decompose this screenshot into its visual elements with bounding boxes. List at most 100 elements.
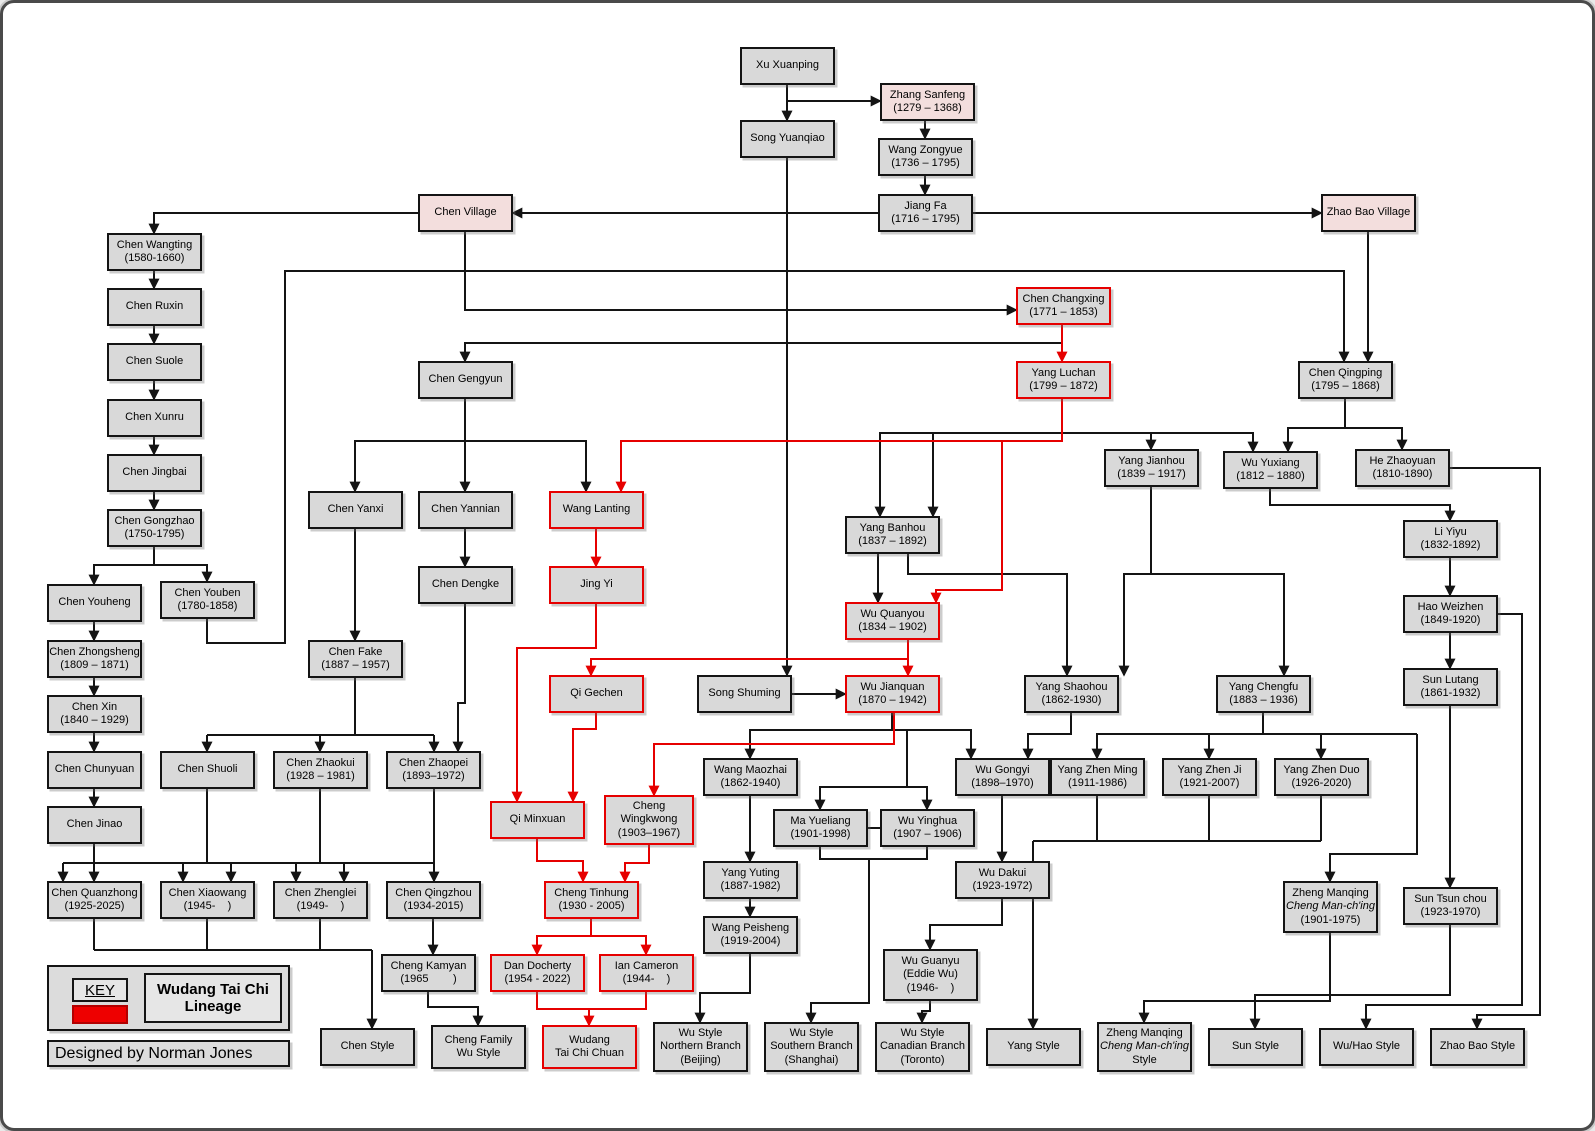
- cheng-tinhung: Cheng Tinhung(1930 - 2005): [544, 881, 639, 919]
- connector: [536, 992, 647, 1010]
- connector: [591, 935, 652, 956]
- yang-zhen-ji-label: Yang Zhen Ji: [1177, 763, 1242, 776]
- jiang-fa-label: Jiang Fa: [904, 199, 947, 212]
- chen-fake-label: Chen Fake: [328, 645, 383, 658]
- dan-docherty-label: Dan Docherty: [503, 959, 572, 972]
- chen-ruxin: Chen Ruxin: [107, 288, 202, 326]
- zhang-sanfeng-label: Zhang Sanfeng: [889, 88, 966, 101]
- wu-style-northern-label: Wu Style: [678, 1026, 723, 1039]
- hao-weizhen-label: (1849-1920): [1420, 614, 1481, 626]
- chen-jinao: Chen Jinao: [47, 806, 142, 844]
- chen-zhaokui-label: Chen Zhaokui: [286, 756, 355, 769]
- connector: [511, 604, 597, 803]
- qi-gechen: Qi Gechen: [549, 675, 644, 713]
- chen-zhongsheng-label: (1809 – 1871): [60, 659, 129, 671]
- wang-lanting: Wang Lanting: [549, 491, 644, 529]
- wu-style-canadian-label: (Toronto): [900, 1053, 945, 1066]
- chen-jingbai: Chen Jingbai: [107, 454, 202, 492]
- sun-style: Sun Style: [1208, 1028, 1303, 1066]
- connector: [148, 212, 418, 235]
- cheng-tinhung-label: Cheng Tinhung: [554, 886, 629, 899]
- chen-qingping-label: (1795 – 1868): [1311, 380, 1380, 392]
- connector: [1022, 713, 1072, 760]
- chen-village-label: Chen Village: [434, 206, 497, 219]
- chen-village: Chen Village: [418, 194, 513, 232]
- chen-zhaopei-label: Chen Zhaopei: [398, 756, 469, 769]
- xu-xuanping-label: Xu Xuanping: [756, 59, 819, 72]
- yang-zhen-ji-label: (1921-2007): [1179, 777, 1240, 789]
- cheng-kamyan: Cheng Kamyan(1965 ): [381, 954, 476, 992]
- chen-wangting-label: (1580-1660): [124, 252, 185, 264]
- chen-style: Chen Style: [320, 1028, 415, 1066]
- he-zhaoyuan-label: He Zhaoyuan: [1369, 454, 1436, 467]
- wu-gongyi: Wu Gongyi(1898–1970): [955, 758, 1050, 796]
- wang-maozhai: Wang Maozhai(1862-1940): [703, 758, 798, 796]
- ma-yueliang-label: Ma Yueliang: [790, 814, 851, 827]
- wu-dakui: Wu Dakui(1923-1972): [955, 861, 1050, 899]
- wu-jianquan: Wu Jianquan(1870 – 1942): [845, 675, 940, 713]
- sun-tsun-chou: Sun Tsun chou(1923-1970): [1403, 887, 1498, 925]
- connector: [744, 713, 893, 760]
- li-yiyu-label: (1832-1892): [1420, 539, 1481, 551]
- yang-chengfu: Yang Chengfu(1883 – 1936): [1216, 675, 1311, 713]
- chen-xunru-label: Chen Xunru: [125, 411, 184, 424]
- wang-peisheng-label: (1919-2004): [720, 935, 781, 947]
- chen-yanxi: Chen Yanxi: [308, 491, 403, 529]
- connector: [536, 839, 589, 883]
- yang-banhou-label: (1837 – 1892): [858, 535, 927, 547]
- yang-jianhou-label: Yang Jianhou: [1118, 454, 1185, 467]
- connector: [1282, 399, 1346, 453]
- chen-suole-label: Chen Suole: [125, 355, 184, 368]
- zheng-manqing-label: (1901-1975): [1300, 913, 1361, 926]
- chen-xin-label: (1840 – 1929): [60, 714, 129, 726]
- sun-style-label: Sun Style: [1231, 1040, 1280, 1053]
- song-yuanqiao-label: Song Yuanqiao: [750, 132, 825, 145]
- dan-docherty: Dan Docherty(1954 - 2022): [490, 954, 585, 992]
- yang-shaohou-label: Yang Shaohou: [1035, 680, 1108, 693]
- chen-qingzhou-label: (1934-2015): [403, 900, 464, 912]
- chen-youben: Chen Youben(1780-1858): [160, 581, 255, 619]
- chen-quanzhong-label: Chen Quanzhong: [51, 886, 138, 899]
- connector: [615, 399, 1063, 493]
- chen-dengke: Chen Dengke: [418, 566, 513, 604]
- key-label: KEY: [72, 978, 128, 1002]
- he-zhaoyuan-label: (1810-1890): [1372, 468, 1433, 480]
- connector: [819, 847, 928, 860]
- wu-yuxiang: Wu Yuxiang(1812 – 1880): [1223, 451, 1318, 489]
- li-yiyu-label: Li Yiyu: [1434, 525, 1467, 538]
- connector: [907, 786, 933, 811]
- wang-zongyue-label: (1736 – 1795): [891, 157, 960, 169]
- chen-zhaokui: Chen Zhaokui(1928 – 1981): [273, 751, 368, 789]
- wu-style-southern-label: (Shanghai): [784, 1053, 839, 1066]
- dan-docherty-label: (1954 - 2022): [504, 973, 571, 985]
- wang-maozhai-label: (1862-1940): [720, 777, 781, 789]
- chen-zhongsheng: Chen Zhongsheng(1809 – 1871): [47, 640, 142, 678]
- wu-yuxiang-label: (1812 – 1880): [1236, 470, 1305, 482]
- wu-yinghua: Wu Yinghua(1907 – 1906): [880, 809, 975, 847]
- ma-yueliang: Ma Yueliang(1901-1998): [773, 809, 868, 847]
- hao-weizhen: Hao Weizhen(1849-1920): [1403, 595, 1498, 633]
- chen-jingbai-label: Chen Jingbai: [122, 466, 187, 479]
- connector: [1249, 925, 1451, 1030]
- wu-hao-style-label: Wu/Hao Style: [1332, 1040, 1401, 1053]
- cheng-family-wu-style-label: Cheng Family: [444, 1033, 513, 1046]
- chen-xin-label: Chen Xin: [71, 700, 118, 713]
- chen-shuoli: Chen Shuoli: [160, 751, 255, 789]
- connector: [924, 899, 1003, 951]
- zhao-bao-village-label: Zhao Bao Village: [1326, 206, 1411, 219]
- connector: [1062, 432, 1157, 451]
- wu-yuxiang-label: Wu Yuxiang: [1241, 456, 1300, 469]
- cheng-tinhung-label: (1930 - 2005): [558, 900, 625, 912]
- connector: [786, 85, 882, 107]
- he-zhaoyuan: He Zhaoyuan(1810-1890): [1355, 449, 1450, 487]
- yang-chengfu-label: (1883 – 1936): [1229, 694, 1298, 706]
- cheng-wingkwong-label: Cheng: [632, 799, 666, 812]
- wu-guanyu-label: Wu Guanyu: [901, 954, 960, 967]
- chen-ruxin-label: Chen Ruxin: [125, 300, 184, 313]
- yang-chengfu-label: Yang Chengfu: [1228, 680, 1299, 693]
- chen-style-label: Chen Style: [340, 1040, 395, 1053]
- chen-changxing-label: (1771 – 1853): [1029, 306, 1098, 318]
- wu-hao-style: Wu/Hao Style: [1319, 1028, 1414, 1066]
- zhang-sanfeng-label: (1279 – 1368): [893, 102, 962, 114]
